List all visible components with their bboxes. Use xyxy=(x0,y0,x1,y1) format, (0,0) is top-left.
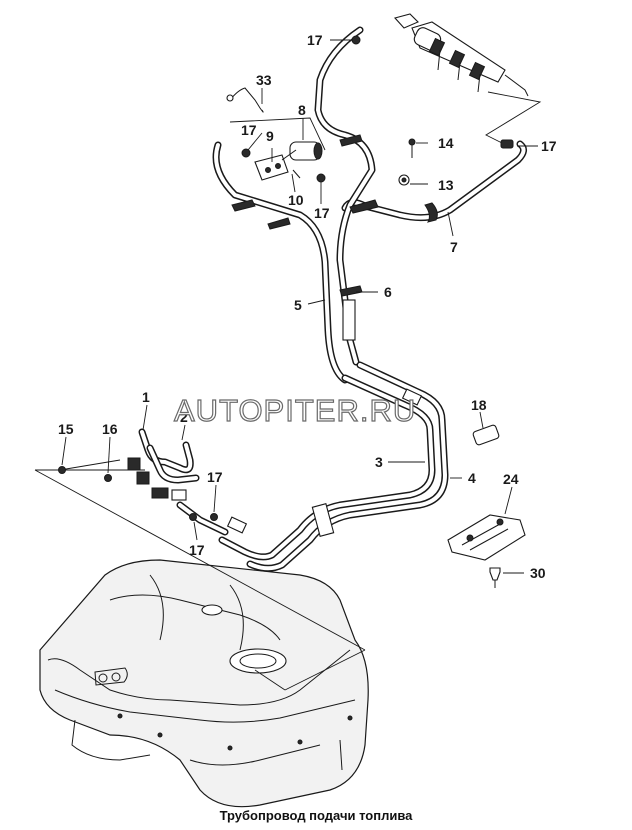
filter-bracket xyxy=(254,154,289,181)
callout-17-mid: 17 xyxy=(314,205,330,221)
callout-15: 15 xyxy=(58,421,74,437)
fuel-tank xyxy=(39,559,369,808)
diagram-caption: Трубопровод подачи топлива xyxy=(220,808,414,823)
callout-6: 6 xyxy=(384,284,392,300)
callout-8: 8 xyxy=(298,102,306,118)
callout-30: 30 xyxy=(530,565,546,581)
callout-18: 18 xyxy=(471,397,487,413)
tank-fittings xyxy=(58,428,218,521)
pipe-clamps xyxy=(226,134,438,537)
callout-17-bottom: 17 xyxy=(189,542,205,558)
fuel-pipes xyxy=(176,26,527,572)
callout-7: 7 xyxy=(450,239,458,255)
fuel-rail-assembly xyxy=(393,13,529,97)
part-18-hose xyxy=(472,424,500,446)
callout-leaders xyxy=(61,39,538,574)
callout-5: 5 xyxy=(294,297,302,313)
callout-17-tank: 17 xyxy=(207,469,223,485)
callout-1: 1 xyxy=(142,389,150,405)
filler-neck xyxy=(201,604,223,616)
callout-24: 24 xyxy=(503,471,519,487)
callout-17-filter: 17 xyxy=(241,122,257,138)
callout-3: 3 xyxy=(375,454,383,470)
callout-14: 14 xyxy=(438,135,454,151)
assembly-lines xyxy=(34,91,542,691)
callout-17-rail: 17 xyxy=(541,138,557,154)
small-parts-right xyxy=(351,35,514,186)
callout-33: 33 xyxy=(256,72,272,88)
callout-13: 13 xyxy=(438,177,454,193)
callout-16: 16 xyxy=(102,421,118,437)
callout-labels: 17 33 8 17 9 10 17 14 13 17 7 6 5 18 3 4… xyxy=(58,32,557,581)
callout-10: 10 xyxy=(288,192,304,208)
callout-4: 4 xyxy=(468,470,476,486)
fuel-filter-group xyxy=(226,87,326,183)
callout-2: 2 xyxy=(180,409,188,425)
callout-9: 9 xyxy=(266,128,274,144)
watermark: AUTOPITER.RU xyxy=(174,393,416,428)
callout-17-top: 17 xyxy=(307,32,323,48)
mount-bracket xyxy=(447,514,526,588)
fuel-pump-flange xyxy=(229,648,287,674)
